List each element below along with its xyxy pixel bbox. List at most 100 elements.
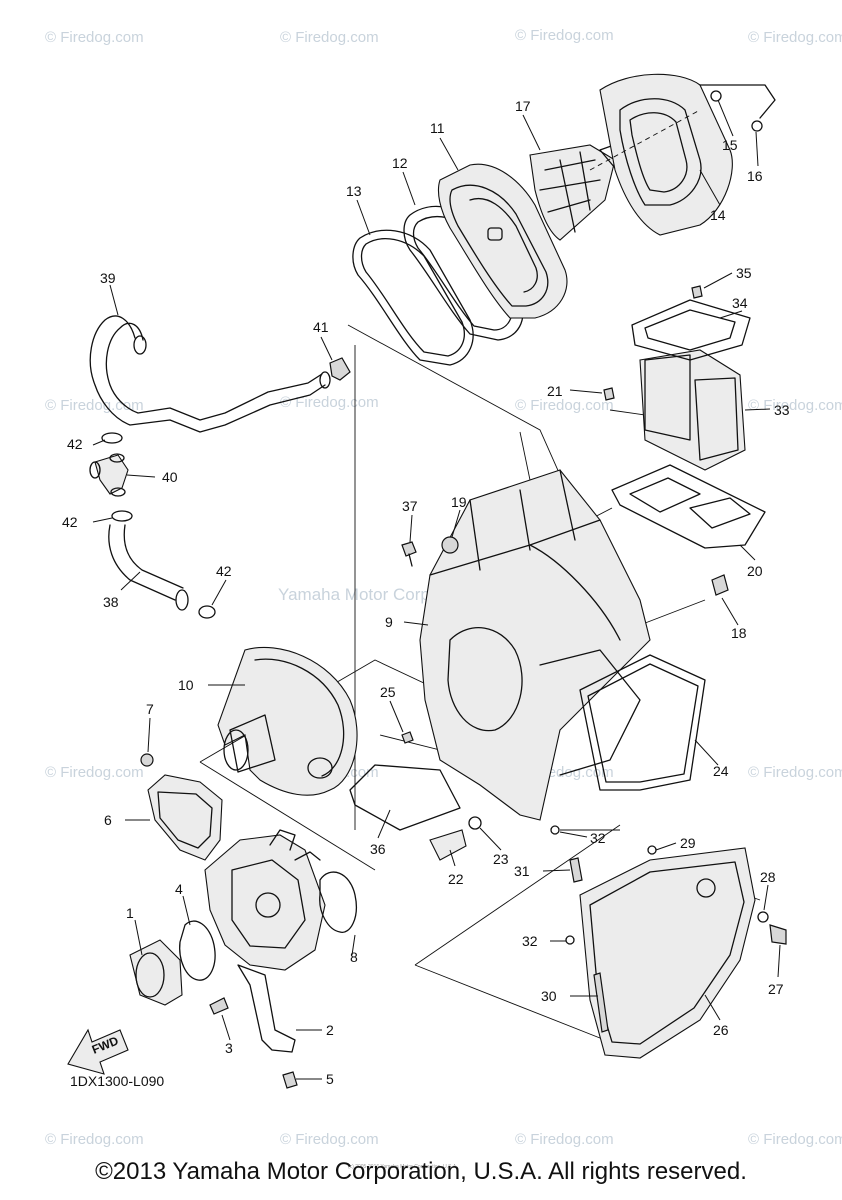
duct-gasket-20	[611, 464, 766, 549]
callout-8: 8	[350, 949, 358, 965]
tee-joint-40	[94, 454, 129, 495]
callout-26: 26	[713, 1022, 729, 1038]
callout-38: 38	[103, 594, 119, 610]
callout-labels: 1 2 3 4 5 6 7 8 9 10 11 12 13 14 15 16 1…	[62, 98, 790, 1087]
watermark-text: © Firedog.com	[748, 764, 842, 781]
callout-29: 29	[680, 835, 696, 851]
callout-42: 42	[216, 563, 232, 579]
fine-print: (c) 2005-2016 Yamaha Motor Corporation, …	[348, 1164, 458, 1170]
callout-34: 34	[732, 295, 748, 311]
callout-33: 33	[774, 402, 790, 418]
callout-16: 16	[747, 168, 763, 184]
diagram-code: 1DX1300-L090	[70, 1073, 164, 1089]
callout-32: 32	[590, 830, 606, 846]
grommet-19	[441, 536, 459, 554]
callout-17: 17	[515, 98, 531, 114]
washer-32	[565, 935, 575, 945]
screw-27	[769, 924, 787, 945]
screw-21	[603, 387, 615, 401]
breather-hose-39	[89, 315, 326, 433]
watermark-text: © Firedog.com	[280, 29, 379, 46]
callout-42: 42	[62, 514, 78, 530]
air-box-group	[401, 469, 729, 821]
callout-21: 21	[547, 383, 563, 399]
watermark-text: © Firedog.com	[45, 1131, 144, 1148]
callout-leaders	[92, 99, 781, 1080]
watermark-text: © Firedog.com	[280, 394, 379, 411]
duct-plate-34	[631, 299, 751, 361]
hose-clamp-42	[198, 605, 216, 619]
callout-22: 22	[448, 871, 464, 887]
watermark-text: © Firedog.com	[515, 397, 614, 414]
clip-15	[710, 90, 722, 102]
bolt-5	[282, 1071, 298, 1089]
callout-6: 6	[104, 812, 112, 828]
callout-42: 42	[67, 436, 83, 452]
intake-duct-group	[603, 285, 766, 549]
callout-41: 41	[313, 319, 329, 335]
watermark-text: © Firedog.com	[280, 1131, 379, 1148]
callout-1: 1	[126, 905, 134, 921]
side-cover-group	[550, 825, 787, 1059]
callout-18: 18	[731, 625, 747, 641]
callout-9: 9	[385, 614, 393, 630]
callout-36: 36	[370, 841, 386, 857]
watermark-text: © Firedog.com	[748, 1131, 842, 1148]
clip-23	[468, 816, 482, 830]
screw-7	[140, 753, 154, 767]
watermark-text: © Firedog.com	[748, 397, 842, 414]
screw-35	[691, 285, 703, 299]
callout-19: 19	[451, 494, 467, 510]
bolt-3	[209, 997, 229, 1015]
watermark-text: © Firedog.com	[45, 764, 144, 781]
forward-arrow: FWD	[67, 1028, 129, 1075]
watermark-text: © Firedog.com	[45, 397, 144, 414]
intake-duct-33	[639, 349, 746, 471]
callout-30: 30	[541, 988, 557, 1004]
watermark-text: © Firedog.com	[515, 27, 614, 44]
callout-31: 31	[514, 863, 530, 879]
carburetor	[204, 834, 326, 971]
callout-2: 2	[326, 1022, 334, 1038]
clamp-41	[329, 357, 351, 381]
bolt-25	[401, 731, 414, 744]
watermark-text: © Firedog.com	[515, 1131, 614, 1148]
washer-29	[647, 845, 657, 855]
air-filter-cover-14	[599, 73, 733, 236]
callout-15: 15	[722, 137, 738, 153]
watermark-text: © Firedog.com	[748, 29, 842, 46]
callout-10: 10	[178, 677, 194, 693]
watermark-text: © Firedog.com	[45, 29, 144, 46]
clamp-4	[179, 920, 216, 981]
callout-11: 11	[430, 120, 445, 136]
side-cover-26	[579, 847, 756, 1059]
air-box-9	[419, 469, 651, 821]
callout-25: 25	[380, 684, 396, 700]
callout-27: 27	[768, 981, 784, 997]
pin-31	[569, 857, 583, 883]
callout-28: 28	[760, 869, 776, 885]
callout-13: 13	[346, 183, 362, 199]
copyright-notice: ©2013 Yamaha Motor Corporation, U.S.A. A…	[95, 1158, 747, 1185]
intake-boot-group	[129, 357, 482, 1089]
air-filter-group	[352, 73, 776, 366]
cover-6	[147, 774, 223, 861]
callout-24: 24	[713, 763, 729, 779]
callout-32: 32	[522, 933, 538, 949]
hose-22	[429, 829, 467, 861]
strap-16	[699, 84, 776, 119]
air-filter-gasket-13	[352, 229, 474, 366]
callout-40: 40	[162, 469, 178, 485]
bracket-2	[237, 964, 296, 1053]
callout-35: 35	[736, 265, 752, 281]
hose-clamp-42	[111, 510, 133, 522]
callout-3: 3	[225, 1040, 233, 1056]
callout-4: 4	[175, 881, 183, 897]
callout-12: 12	[392, 155, 408, 171]
breather-hose-group	[89, 315, 331, 619]
callout-39: 39	[100, 270, 116, 286]
sheet-36	[349, 764, 461, 831]
bolt-37	[401, 541, 417, 557]
